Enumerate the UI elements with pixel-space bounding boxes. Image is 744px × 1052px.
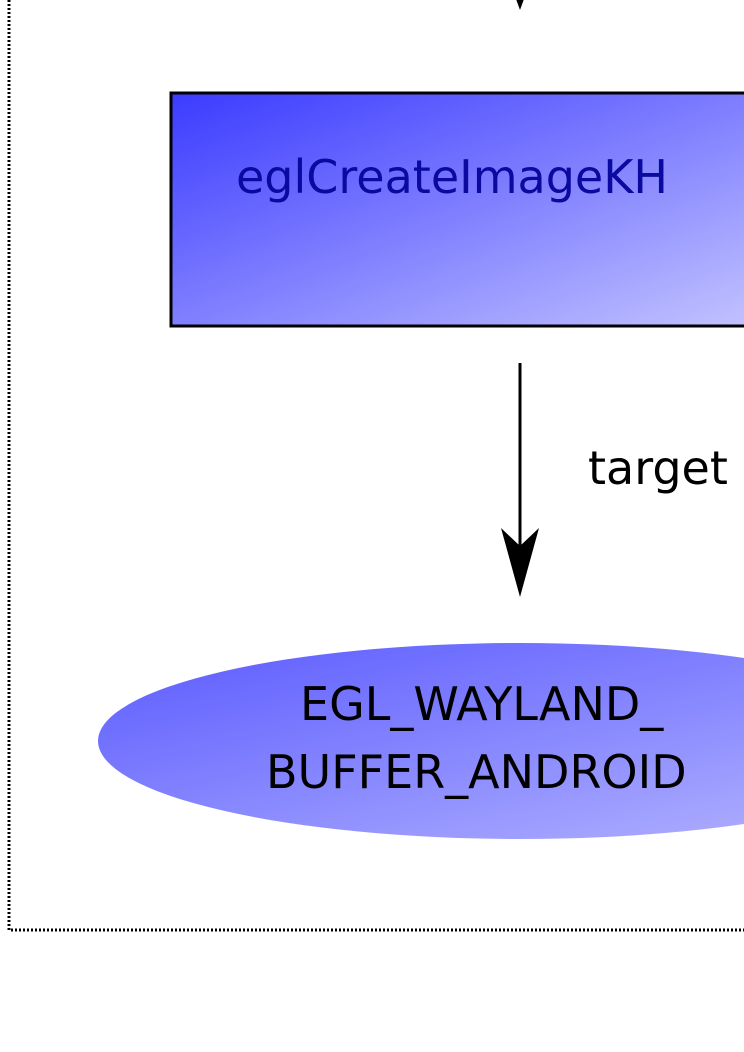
function-node-box [169,91,744,328]
dotted-frame [7,0,744,932]
result-node-ellipse [98,643,744,839]
function-node-label: eglCreateImageKH [236,150,668,204]
result-node-label-line2: BUFFER_ANDROID [266,745,687,799]
incoming-arrowhead [516,0,524,10]
target-edge-label: target [588,441,728,495]
result-node-label-line1: EGL_WAYLAND_ [300,677,664,731]
target-arrowhead [501,528,539,597]
